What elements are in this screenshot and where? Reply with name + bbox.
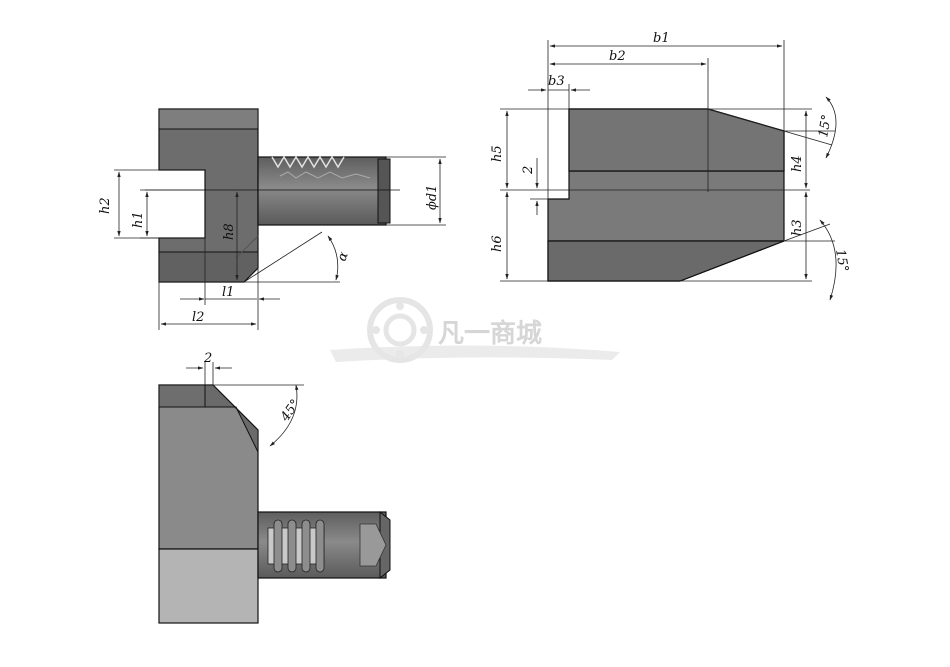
bottom-view: 2 45° bbox=[158, 351, 391, 624]
dim-h8: h8 bbox=[222, 191, 239, 281]
label-angle-45: 45° bbox=[277, 397, 303, 425]
front-shank bbox=[257, 156, 387, 226]
front-bottom-band bbox=[158, 251, 259, 283]
label-b1: b1 bbox=[653, 31, 670, 46]
dim-l2: l2 bbox=[158, 282, 259, 330]
bottom-holder-upper bbox=[158, 384, 259, 550]
dim-h6: h6 bbox=[490, 191, 548, 282]
dim-h1: h1 bbox=[131, 189, 205, 239]
label-two-bottom: 2 bbox=[203, 351, 212, 366]
dim-b1: b1 bbox=[547, 31, 785, 199]
label-d1: ϕd1 bbox=[425, 185, 440, 210]
dim-two-bottom: 2 bbox=[186, 351, 232, 385]
label-b2: b2 bbox=[609, 49, 626, 64]
dim-h5: h5 bbox=[490, 108, 810, 191]
label-b3: b3 bbox=[548, 74, 565, 89]
dim-b3: b3 bbox=[528, 74, 590, 109]
label-h4: h4 bbox=[790, 155, 805, 172]
front-serration bbox=[271, 155, 345, 169]
label-angle-top: 15° bbox=[816, 113, 835, 138]
dim-h3: h3 bbox=[680, 191, 812, 282]
bottom-holder-lower bbox=[158, 548, 259, 624]
watermark-text: 凡一商城 bbox=[438, 318, 542, 349]
watermark: 凡一商城 bbox=[330, 297, 620, 363]
dim-angle-top: 15° bbox=[707, 96, 837, 159]
label-l2: l2 bbox=[192, 310, 204, 325]
dim-two-side: 2 bbox=[521, 158, 548, 215]
side-view: b1 b2 b3 h5 h6 bbox=[490, 31, 851, 301]
label-h8: h8 bbox=[222, 223, 237, 240]
dim-d1: ϕd1 bbox=[386, 156, 446, 226]
label-two-side: 2 bbox=[521, 166, 536, 175]
front-top-band bbox=[158, 108, 259, 130]
dim-alpha: α bbox=[243, 231, 352, 283]
dim-l1: l1 bbox=[180, 238, 280, 305]
label-angle-bottom: 15° bbox=[832, 248, 851, 273]
label-h6: h6 bbox=[490, 235, 505, 252]
label-l1: l1 bbox=[222, 285, 234, 300]
dim-h2: h2 bbox=[98, 169, 205, 239]
dim-h4: h4 bbox=[708, 108, 812, 189]
bottom-teeth bbox=[267, 519, 325, 573]
label-h2: h2 bbox=[98, 197, 113, 214]
dim-b2: b2 bbox=[549, 49, 709, 192]
front-view: h2 h1 h8 ϕd1 α bbox=[98, 108, 446, 330]
label-h1: h1 bbox=[131, 211, 146, 228]
label-h5: h5 bbox=[490, 145, 505, 162]
label-h3: h3 bbox=[790, 219, 805, 236]
dim-angle-bottom: 15° bbox=[783, 219, 851, 301]
